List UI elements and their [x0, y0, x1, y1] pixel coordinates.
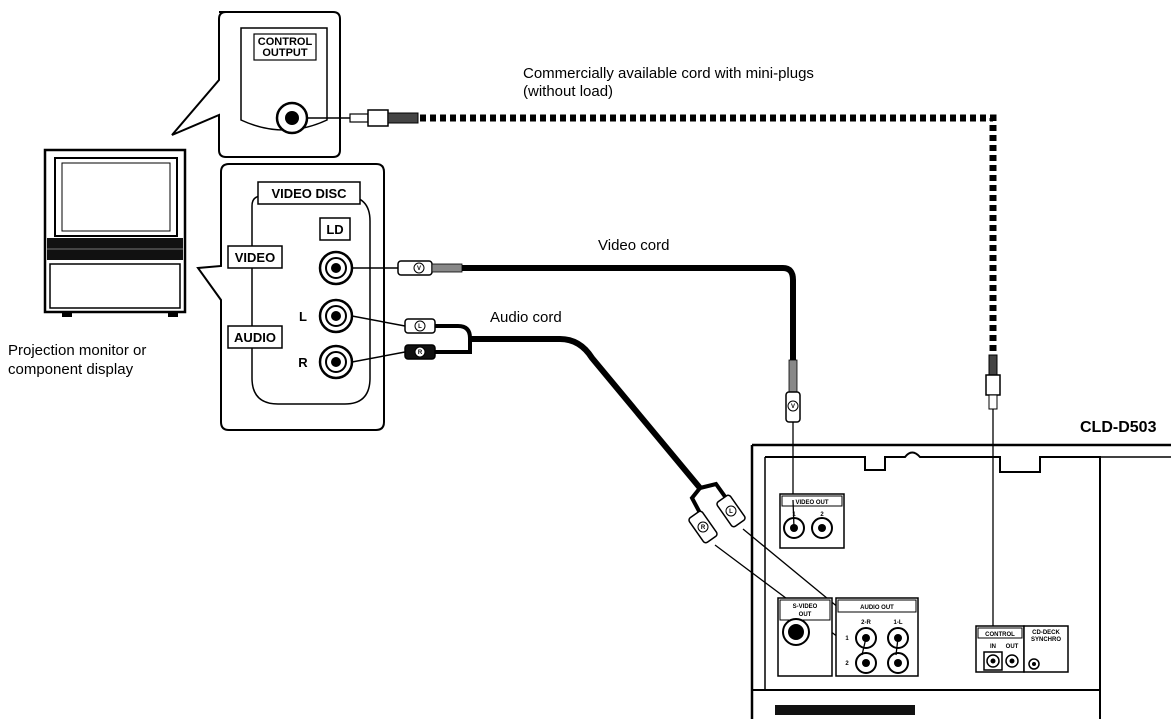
player-cd-deck-label-line1: CD-DECK: [1032, 630, 1060, 636]
mini-plug-cord-label-line1: Commercially available cord with mini-pl…: [523, 65, 814, 82]
projection-monitor: [43, 148, 187, 317]
video-disc-label: VIDEO DISC: [271, 186, 347, 201]
plug-l-top: L: [418, 324, 422, 330]
video-input-label: VIDEO: [235, 250, 275, 265]
player-control-out-label: OUT: [1006, 644, 1019, 650]
control-output-label-line1: CONTROL: [258, 36, 313, 48]
plug-r-top: R: [418, 350, 423, 356]
mini-plug-cord-label-line2: (without load): [523, 83, 613, 100]
audio-input-label: AUDIO: [234, 330, 276, 345]
video-cord: V V: [352, 260, 801, 500]
player-s-video-label-line2: OUT: [799, 612, 812, 618]
audio-cord-label: Audio cord: [490, 309, 562, 326]
plug-l-bottom: L: [729, 509, 733, 515]
player-audio-row1-label: 1: [845, 636, 849, 642]
monitor-caption-line1: Projection monitor or: [8, 342, 146, 359]
ld-label: LD: [326, 222, 343, 237]
control-output-label-line2: OUTPUT: [262, 47, 308, 59]
plug-v-bottom: V: [791, 404, 795, 410]
audio-cord: L R R L: [351, 315, 897, 656]
player-control-label: CONTROL: [985, 632, 1015, 638]
player-s-video-label-line1: S-VIDEO: [793, 604, 818, 610]
mini-plug-control-cord: [306, 109, 1001, 672]
control-output-callout: [171, 11, 341, 158]
player-rear-panel: [750, 443, 1171, 719]
player-audio-1l-label: 1-L: [894, 620, 903, 626]
player-video-out-1-label: 1: [792, 512, 796, 518]
player-audio-out-label: AUDIO OUT: [860, 605, 894, 611]
player-audio-row2-label: 2: [845, 661, 849, 667]
player-control-in-label: IN: [990, 644, 996, 650]
plug-v-top: V: [417, 266, 421, 272]
player-audio-2r-label: 2-R: [861, 620, 871, 626]
player-cd-deck-label-line2: SYNCHRO: [1031, 637, 1061, 643]
player-model-label: CLD-D503: [1080, 419, 1157, 436]
video-disc-input-callout: [196, 163, 385, 431]
player-video-out-label: VIDEO OUT: [795, 500, 828, 506]
audio-r-label: R: [298, 355, 308, 370]
video-cord-label: Video cord: [598, 237, 669, 254]
player-video-out-2-label: 2: [820, 512, 824, 518]
monitor-caption-line2: component display: [8, 361, 134, 378]
plug-r-bottom: R: [701, 525, 706, 531]
audio-l-label: L: [299, 309, 307, 324]
